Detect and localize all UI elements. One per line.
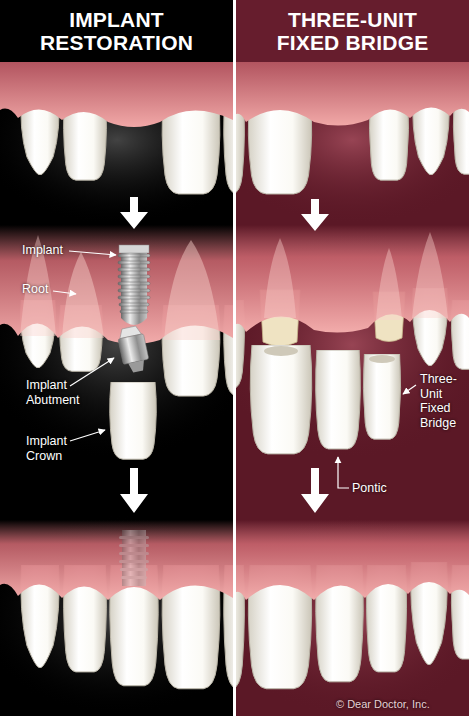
part-label: Pontic bbox=[352, 481, 387, 496]
panel-header: IMPLANT RESTORATION bbox=[0, 0, 233, 62]
part-label: Implant Abutment bbox=[26, 378, 86, 407]
part-label: Implant Crown bbox=[26, 434, 76, 463]
panel-heading: IMPLANT RESTORATION bbox=[17, 8, 217, 54]
part-label: Three-Unit Fixed Bridge bbox=[420, 372, 466, 430]
panel-heading: THREE-UNIT FIXED BRIDGE bbox=[258, 8, 448, 54]
part-label: Implant bbox=[22, 243, 63, 258]
part-label: Root bbox=[22, 282, 48, 297]
panel-header: THREE-UNIT FIXED BRIDGE bbox=[236, 0, 469, 62]
copyright-note: © Dear Doctor, Inc. bbox=[336, 698, 430, 711]
